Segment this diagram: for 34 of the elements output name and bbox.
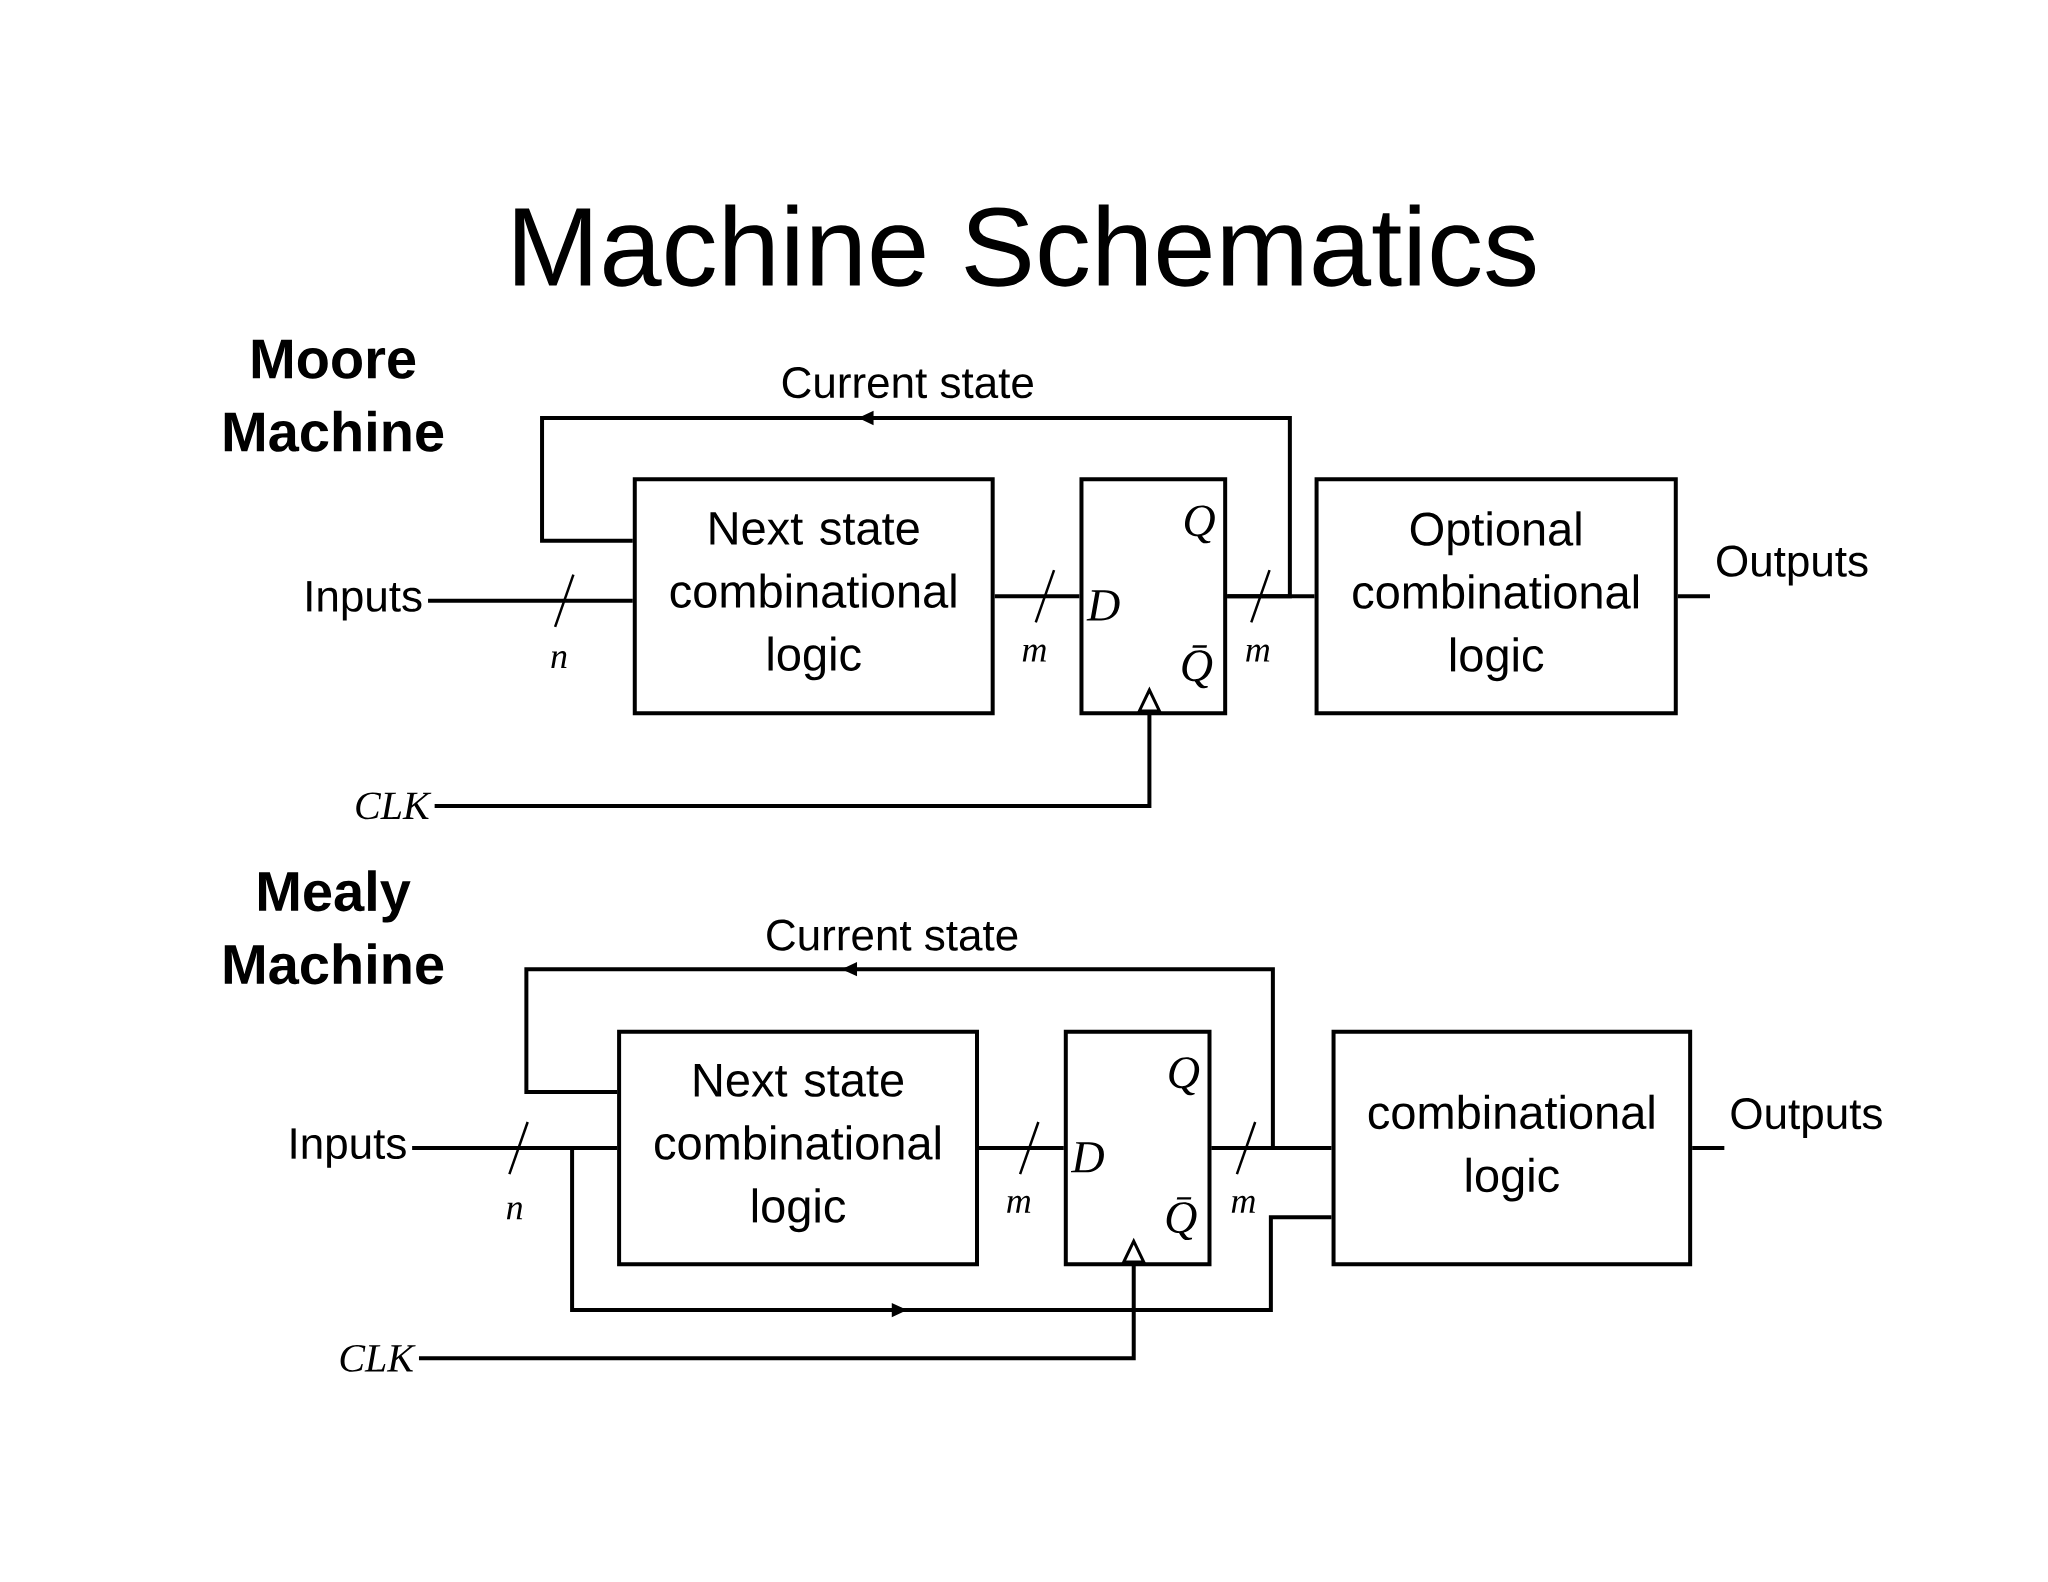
d-input-label: D bbox=[1086, 590, 1120, 621]
q-bar-output-label: Q̄ bbox=[1182, 645, 1213, 689]
wire bbox=[428, 598, 633, 603]
logic-box: Optional combinational logic bbox=[1314, 477, 1678, 716]
title: Machine Schematics bbox=[515, 204, 1536, 287]
d-input-label: D bbox=[1070, 1142, 1104, 1173]
wire-label: Current state bbox=[782, 367, 1033, 399]
bus-width-label: m bbox=[1231, 1195, 1255, 1213]
machine-heading: Mealy Machine bbox=[224, 870, 444, 985]
logic-box: combinational logic bbox=[1331, 1030, 1693, 1267]
machine-heading: Moore Machine bbox=[224, 339, 444, 452]
q-output-label: Q bbox=[1184, 505, 1215, 544]
wire-label: Current state bbox=[767, 919, 1018, 951]
clock-label: CLK bbox=[356, 792, 432, 820]
input-label: Inputs bbox=[291, 1128, 406, 1168]
logic-box: Next state combinational logic bbox=[617, 1030, 979, 1267]
bus-width-label: n bbox=[551, 651, 567, 669]
logic-box: Next state combinational logic bbox=[632, 477, 995, 716]
wire bbox=[994, 594, 1080, 599]
bus-width-label: m bbox=[1007, 1195, 1031, 1213]
input-label: Inputs bbox=[307, 581, 422, 621]
output-label: Outputs bbox=[1717, 545, 1868, 586]
clock-label: CLK bbox=[340, 1345, 416, 1372]
q-bar-output-label: Q̄ bbox=[1166, 1197, 1197, 1241]
flip-flop-symbol bbox=[1063, 1030, 1212, 1267]
flip-flop-symbol bbox=[1079, 477, 1228, 716]
wire bbox=[1692, 1146, 1725, 1151]
bus-width-label: m bbox=[1022, 644, 1046, 662]
wire bbox=[979, 1146, 1064, 1151]
bus-width-label: m bbox=[1246, 644, 1270, 662]
bus-width-label: n bbox=[506, 1202, 523, 1220]
output-label: Outputs bbox=[1731, 1098, 1882, 1139]
q-output-label: Q bbox=[1169, 1057, 1200, 1096]
wire bbox=[1677, 594, 1710, 599]
